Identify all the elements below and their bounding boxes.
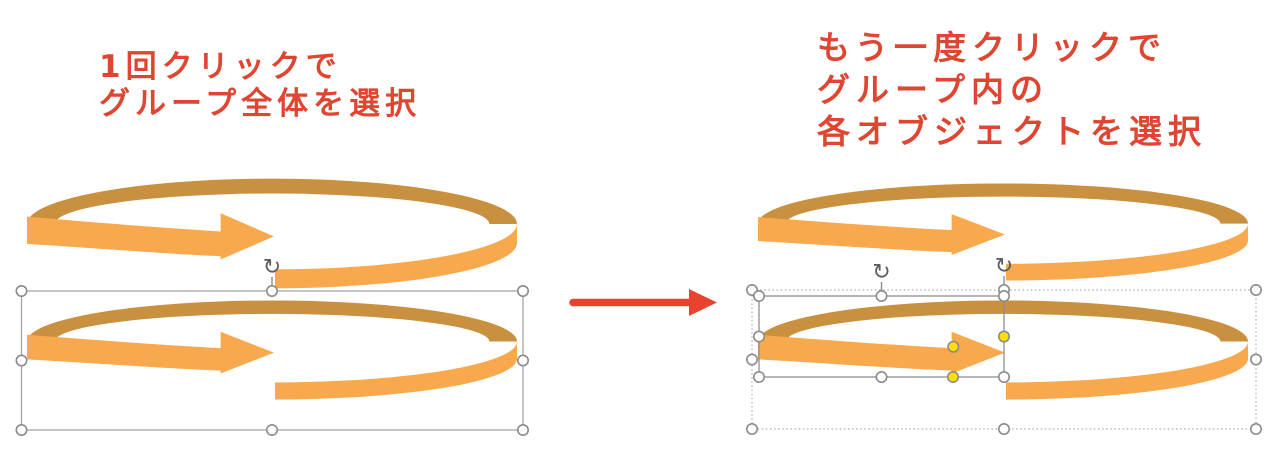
right-caption-line3: 各オブジェクトを選択	[817, 112, 1207, 151]
adjustment-handle[interactable]	[946, 370, 959, 383]
left-caption-line2: グループ全体を選択	[99, 86, 422, 122]
selection-handle-mid-left[interactable]	[15, 354, 28, 367]
group-handle-bottom-left[interactable]	[745, 422, 758, 435]
object-handle-top-right[interactable]	[997, 289, 1010, 302]
object-handle-bottom-right[interactable]	[997, 370, 1010, 383]
selection-handle-top-left[interactable]	[15, 284, 28, 297]
left-caption: 1回クリックで グループ全体を選択	[99, 49, 421, 123]
right-caption-line2: グループ内の	[817, 70, 1050, 109]
adjustment-handle[interactable]	[997, 330, 1010, 343]
selection-handle-mid-right[interactable]	[516, 354, 529, 367]
group-handle-bottom-right[interactable]	[1250, 422, 1263, 435]
rotate-clockwise-icon[interactable]: ↻	[872, 260, 890, 285]
selection-handle-bottom-left[interactable]	[15, 423, 28, 436]
group-handle-mid-right[interactable]	[1250, 353, 1263, 366]
left-bottom-loop-arrow-shape[interactable]	[27, 300, 517, 399]
group-handle-bottom-center[interactable]	[997, 422, 1010, 435]
selection-handle-top-center[interactable]	[265, 284, 278, 297]
right-caption: もう一度クリックで グループ内の 各オブジェクトを選択	[817, 27, 1207, 153]
selection-handle-top-right[interactable]	[516, 284, 529, 297]
object-handle-bottom-left[interactable]	[752, 370, 765, 383]
right-bottom-loop-arrow-shape[interactable]	[758, 300, 1248, 399]
selection-handle-bottom-right[interactable]	[516, 423, 529, 436]
adjustment-handle[interactable]	[947, 340, 960, 353]
object-handle-top-left[interactable]	[752, 289, 765, 302]
right-caption-line1: もう一度クリックで	[817, 28, 1168, 67]
selection-handle-bottom-center[interactable]	[265, 423, 278, 436]
object-handle-top-center[interactable]	[875, 289, 888, 302]
object-handle-bottom-center[interactable]	[875, 370, 888, 383]
group-handle-top-right[interactable]	[1250, 283, 1263, 296]
rotate-clockwise-icon[interactable]: ↻	[263, 255, 281, 280]
object-handle-mid-left[interactable]	[752, 330, 765, 343]
left-caption-line1: 1回クリックで	[99, 49, 342, 85]
rotate-clockwise-icon[interactable]: ↻	[995, 254, 1013, 279]
group-handle-mid-left[interactable]	[745, 353, 758, 366]
transition-arrow	[569, 289, 717, 316]
